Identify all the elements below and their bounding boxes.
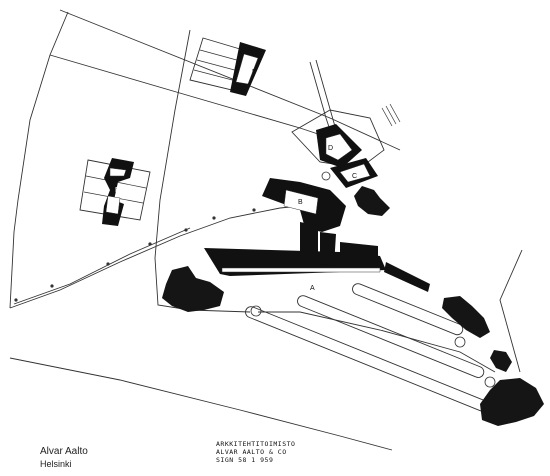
- stamp-line-1: ARKKITEHTITOIMISTO: [216, 440, 296, 448]
- stamp-line-3: SIGN 58 1 959: [216, 456, 274, 464]
- road-dot: [14, 298, 18, 302]
- building-d-court: [325, 133, 353, 161]
- road-long-diagonal: [59, 9, 401, 151]
- turn-circle-3: [484, 376, 496, 388]
- label-d: D: [328, 145, 333, 152]
- road-dot: [106, 262, 110, 266]
- road-curve-lower: [9, 203, 321, 309]
- building-e-court-1: [109, 167, 127, 177]
- turn-circle-2: [454, 336, 466, 348]
- tree-cluster-left: [162, 266, 224, 312]
- building-a-strip: [221, 267, 381, 273]
- tree-cluster-right-1: [442, 296, 490, 338]
- building-f-court: [235, 53, 259, 85]
- building-connector: [320, 232, 336, 266]
- tree-cluster-right-2: [490, 350, 512, 372]
- building-e-court-2: [105, 195, 121, 215]
- label-f: F: [252, 69, 256, 76]
- caption-architect: Alvar Aalto: [40, 446, 88, 457]
- road-right: [499, 249, 523, 373]
- hub-circle: [321, 171, 331, 181]
- building-b-court: [283, 189, 319, 215]
- caption-city: Helsinki: [40, 459, 72, 469]
- parking-strip-2: [352, 283, 464, 336]
- road-dot: [184, 228, 188, 232]
- office-stamp: ARKKITEHTITOIMISTO ALVAR AALTO & CO SIGN…: [216, 440, 295, 464]
- tree-cluster-mid: [354, 186, 390, 216]
- road-upper-diagonal: [49, 54, 331, 139]
- building-a-wing: [384, 262, 430, 292]
- label-e: E: [115, 187, 120, 194]
- label-a: A: [310, 285, 315, 292]
- road-dot: [148, 242, 152, 246]
- building-b-tower: [300, 222, 318, 262]
- road-top-access: [309, 61, 331, 131]
- road-link: [258, 311, 496, 373]
- road-curve-lower-2: [13, 227, 191, 305]
- label-c: C: [352, 173, 357, 180]
- grid-small-1: [381, 107, 393, 127]
- grid-f-3: [193, 69, 241, 83]
- road-main-lower: [9, 357, 393, 451]
- road-dot: [212, 216, 216, 220]
- tree-cluster-right-3: [480, 378, 544, 426]
- parking-strip-1: [297, 295, 485, 378]
- turn-circle-1: [250, 305, 262, 317]
- site-boundary-left: [9, 11, 69, 309]
- building-c-court: [339, 163, 371, 183]
- building-east-block: [340, 242, 378, 262]
- road-dot: [252, 208, 256, 212]
- road-dot: [50, 284, 54, 288]
- courtyard-d: [291, 109, 385, 169]
- grid-small-3: [389, 103, 401, 123]
- grid-small-2: [385, 105, 397, 125]
- label-b: B: [298, 199, 303, 206]
- stamp-line-2: ALVAR AALTO & CO: [216, 448, 287, 456]
